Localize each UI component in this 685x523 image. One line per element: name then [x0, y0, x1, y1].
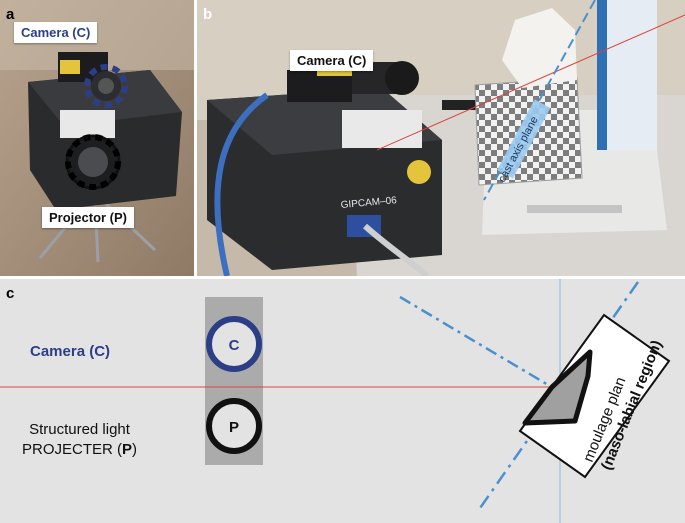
device-model-text: GIPCAM–06 [340, 195, 397, 211]
cast-axis-line [476, 281, 640, 512]
projector-text-line1: Structured light [29, 421, 130, 438]
projector-text-bold: P [122, 441, 133, 458]
camera-axis-line [399, 295, 556, 391]
panel-c-label: c [6, 285, 15, 302]
panel-a-label: a [6, 6, 15, 23]
camera-text-label: Camera (C) [30, 343, 111, 360]
panel-a-photo: a Camera (C) Projector (P) [0, 0, 194, 276]
panel-c-diagram: C P moulage plan (naso-labial region) [0, 279, 671, 523]
panel-b-label: b [203, 6, 213, 23]
moulage-plan-rect [518, 313, 671, 479]
camera-callout: Camera (C) [14, 22, 98, 43]
projector-text-line2: PROJECTER (P) [22, 440, 137, 460]
camera-symbol [206, 316, 262, 372]
panel-a-illustration [0, 0, 194, 276]
camera-symbol-letter: C [229, 337, 240, 354]
panel-c-schematic: C P moulage plan (naso-labial region) c … [0, 279, 685, 523]
projector-text-suffix: ) [132, 441, 138, 458]
projector-text-prefix: PROJECTER ( [22, 441, 123, 458]
projector-symbol-letter: P [229, 419, 239, 436]
panel-b-photo: cast axis plane GIPCAM–06 b Camera (C) [197, 0, 685, 276]
projector-text-label: Structured light PROJECTER (P) [22, 420, 137, 460]
panel-b-illustration: cast axis plane GIPCAM–06 [197, 0, 685, 276]
projector-callout: Projector (P) [42, 207, 135, 228]
camera-callout-b: Camera (C) [290, 50, 374, 71]
naso-labial-region-shape [522, 349, 593, 426]
projector-symbol [206, 398, 262, 454]
